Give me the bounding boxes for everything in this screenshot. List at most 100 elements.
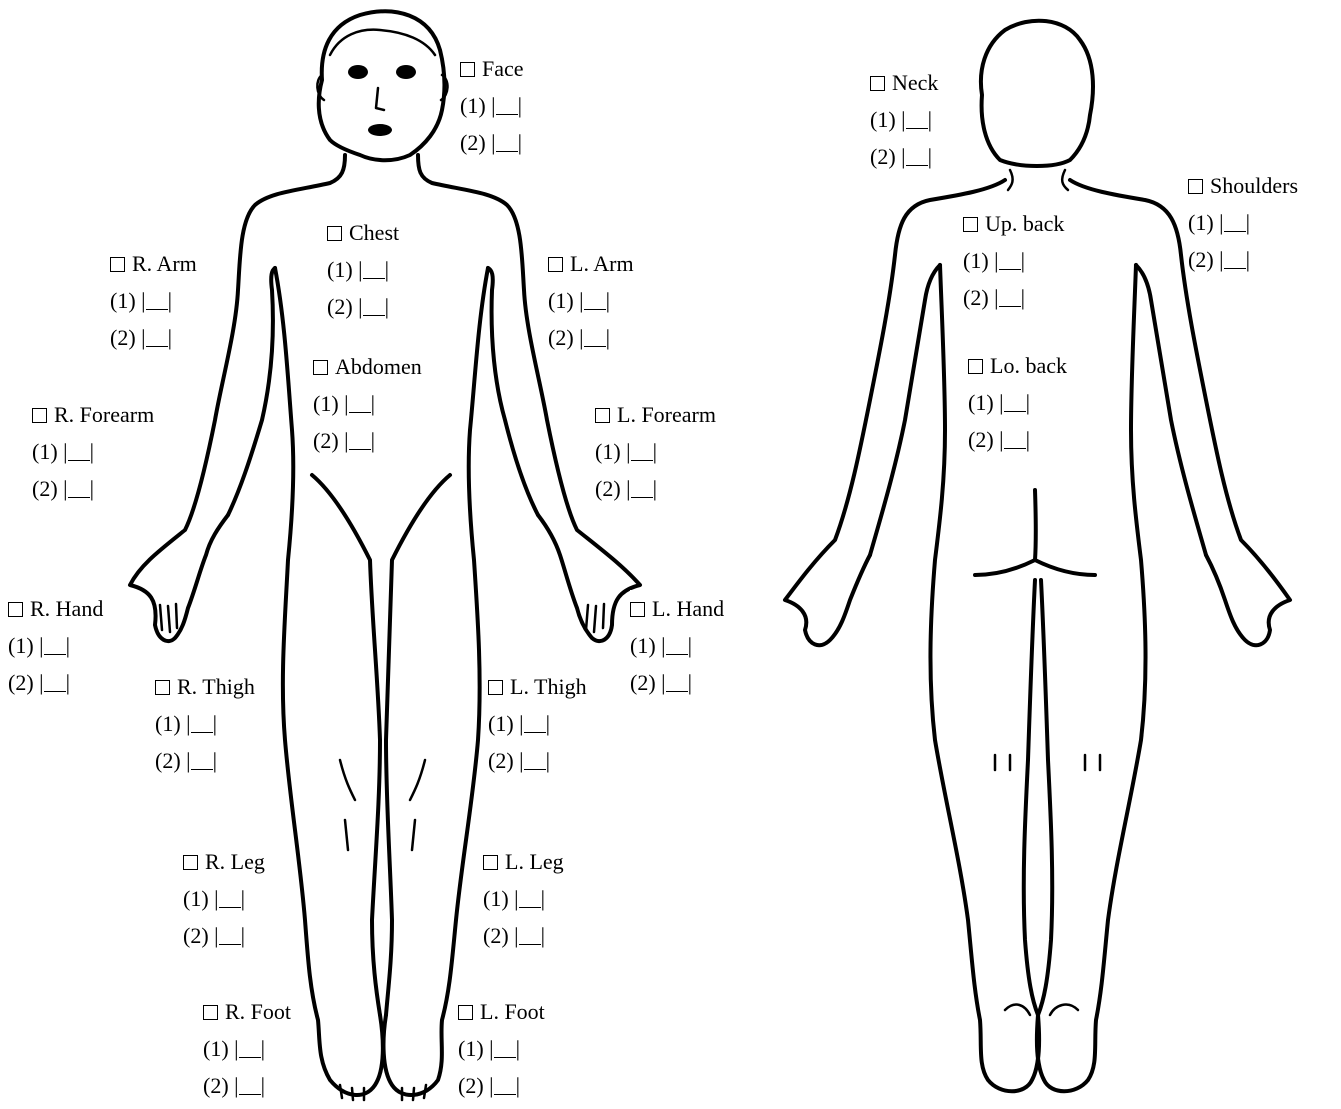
l-leg-row-2: (2) || xyxy=(483,917,564,954)
l-foot-field-1[interactable] xyxy=(494,1039,516,1058)
l-hand-label: L. Hand xyxy=(652,596,724,621)
lo-back-row-2: (2) || xyxy=(968,421,1067,458)
region-r-leg: R. Leg (1) || (2) || xyxy=(183,843,265,954)
r-arm-row-2: (2) || xyxy=(110,319,197,356)
region-abdomen: Abdomen (1) || (2) || xyxy=(313,348,422,459)
l-arm-row-1: (1) || xyxy=(548,282,634,319)
abdomen-field-2[interactable] xyxy=(349,431,371,450)
l-hand-field-2[interactable] xyxy=(666,673,688,692)
abdomen-label: Abdomen xyxy=(335,354,422,379)
l-forearm-checkbox[interactable] xyxy=(595,408,610,423)
abdomen-checkbox[interactable] xyxy=(313,360,328,375)
l-forearm-row-1: (1) || xyxy=(595,433,716,470)
up-back-checkbox[interactable] xyxy=(963,217,978,232)
l-hand-field-1[interactable] xyxy=(666,636,688,655)
l-foot-label: L. Foot xyxy=(480,999,545,1024)
l-leg-checkbox[interactable] xyxy=(483,855,498,870)
r-hand-field-2[interactable] xyxy=(44,673,66,692)
region-r-arm: R. Arm (1) || (2) || xyxy=(110,245,197,356)
r-arm-label: R. Arm xyxy=(132,251,197,276)
face-field-1[interactable] xyxy=(496,96,518,115)
r-leg-label: R. Leg xyxy=(205,849,265,874)
l-leg-field-1[interactable] xyxy=(519,889,541,908)
l-forearm-field-1[interactable] xyxy=(631,442,653,461)
l-hand-row-2: (2) || xyxy=(630,664,724,701)
up-back-row-2: (2) || xyxy=(963,279,1064,316)
r-forearm-checkbox[interactable] xyxy=(32,408,47,423)
face-checkbox[interactable] xyxy=(460,62,475,77)
r-arm-checkbox[interactable] xyxy=(110,257,125,272)
l-arm-field-1[interactable] xyxy=(584,291,606,310)
neck-checkbox[interactable] xyxy=(870,76,885,91)
up-back-field-2[interactable] xyxy=(999,288,1021,307)
region-l-arm: L. Arm (1) || (2) || xyxy=(548,245,634,356)
r-thigh-row-1: (1) || xyxy=(155,705,255,742)
l-thigh-field-1[interactable] xyxy=(524,714,546,733)
r-hand-field-1[interactable] xyxy=(44,636,66,655)
l-leg-field-2[interactable] xyxy=(519,926,541,945)
l-arm-checkbox[interactable] xyxy=(548,257,563,272)
abdomen-row-2: (2) || xyxy=(313,422,422,459)
l-foot-row-2: (2) || xyxy=(458,1067,545,1104)
shoulders-field-2[interactable] xyxy=(1224,250,1246,269)
chest-label: Chest xyxy=(349,220,399,245)
r-thigh-checkbox[interactable] xyxy=(155,680,170,695)
l-thigh-row-2: (2) || xyxy=(488,742,587,779)
l-thigh-checkbox[interactable] xyxy=(488,680,503,695)
l-thigh-field-2[interactable] xyxy=(524,751,546,770)
chest-field-2[interactable] xyxy=(363,297,385,316)
r-thigh-field-2[interactable] xyxy=(191,751,213,770)
l-thigh-label: L. Thigh xyxy=(510,674,587,699)
l-forearm-field-2[interactable] xyxy=(631,479,653,498)
r-leg-field-2[interactable] xyxy=(219,926,241,945)
face-field-2[interactable] xyxy=(496,133,518,152)
up-back-field-1[interactable] xyxy=(999,251,1021,270)
lo-back-field-2[interactable] xyxy=(1004,430,1026,449)
r-leg-checkbox[interactable] xyxy=(183,855,198,870)
r-arm-field-2[interactable] xyxy=(146,328,168,347)
shoulders-checkbox[interactable] xyxy=(1188,179,1203,194)
r-hand-checkbox[interactable] xyxy=(8,602,23,617)
l-foot-row-1: (1) || xyxy=(458,1030,545,1067)
r-arm-field-1[interactable] xyxy=(146,291,168,310)
r-foot-field-2[interactable] xyxy=(239,1076,261,1095)
r-foot-checkbox[interactable] xyxy=(203,1005,218,1020)
l-hand-checkbox[interactable] xyxy=(630,602,645,617)
region-r-forearm: R. Forearm (1) || (2) || xyxy=(32,396,154,507)
r-forearm-field-2[interactable] xyxy=(68,479,90,498)
r-hand-row-1: (1) || xyxy=(8,627,103,664)
neck-label: Neck xyxy=(892,70,938,95)
chest-row-2: (2) || xyxy=(327,288,399,325)
neck-row-1: (1) || xyxy=(870,101,938,138)
chest-checkbox[interactable] xyxy=(327,226,342,241)
region-r-hand: R. Hand (1) || (2) || xyxy=(8,590,103,701)
region-r-thigh: R. Thigh (1) || (2) || xyxy=(155,668,255,779)
r-foot-field-1[interactable] xyxy=(239,1039,261,1058)
lo-back-checkbox[interactable] xyxy=(968,359,983,374)
l-foot-field-2[interactable] xyxy=(494,1076,516,1095)
shoulders-label: Shoulders xyxy=(1210,173,1298,198)
l-foot-checkbox[interactable] xyxy=(458,1005,473,1020)
l-arm-field-2[interactable] xyxy=(584,328,606,347)
chest-field-1[interactable] xyxy=(363,260,385,279)
r-forearm-label: R. Forearm xyxy=(54,402,154,427)
abdomen-field-1[interactable] xyxy=(349,394,371,413)
region-l-hand: L. Hand (1) || (2) || xyxy=(630,590,724,701)
neck-field-1[interactable] xyxy=(906,110,928,129)
lo-back-field-1[interactable] xyxy=(1004,393,1026,412)
face-row-2: (2) || xyxy=(460,124,524,161)
region-l-leg: L. Leg (1) || (2) || xyxy=(483,843,564,954)
region-chest: Chest (1) || (2) || xyxy=(327,214,399,325)
r-leg-field-1[interactable] xyxy=(219,889,241,908)
r-forearm-field-1[interactable] xyxy=(68,442,90,461)
neck-field-2[interactable] xyxy=(906,147,928,166)
r-thigh-field-1[interactable] xyxy=(191,714,213,733)
shoulders-row-2: (2) || xyxy=(1188,241,1298,278)
shoulders-field-1[interactable] xyxy=(1224,213,1246,232)
r-leg-row-2: (2) || xyxy=(183,917,265,954)
region-l-thigh: L. Thigh (1) || (2) || xyxy=(488,668,587,779)
region-up-back: Up. back (1) || (2) || xyxy=(963,205,1064,316)
r-forearm-row-2: (2) || xyxy=(32,470,154,507)
l-arm-label: L. Arm xyxy=(570,251,634,276)
